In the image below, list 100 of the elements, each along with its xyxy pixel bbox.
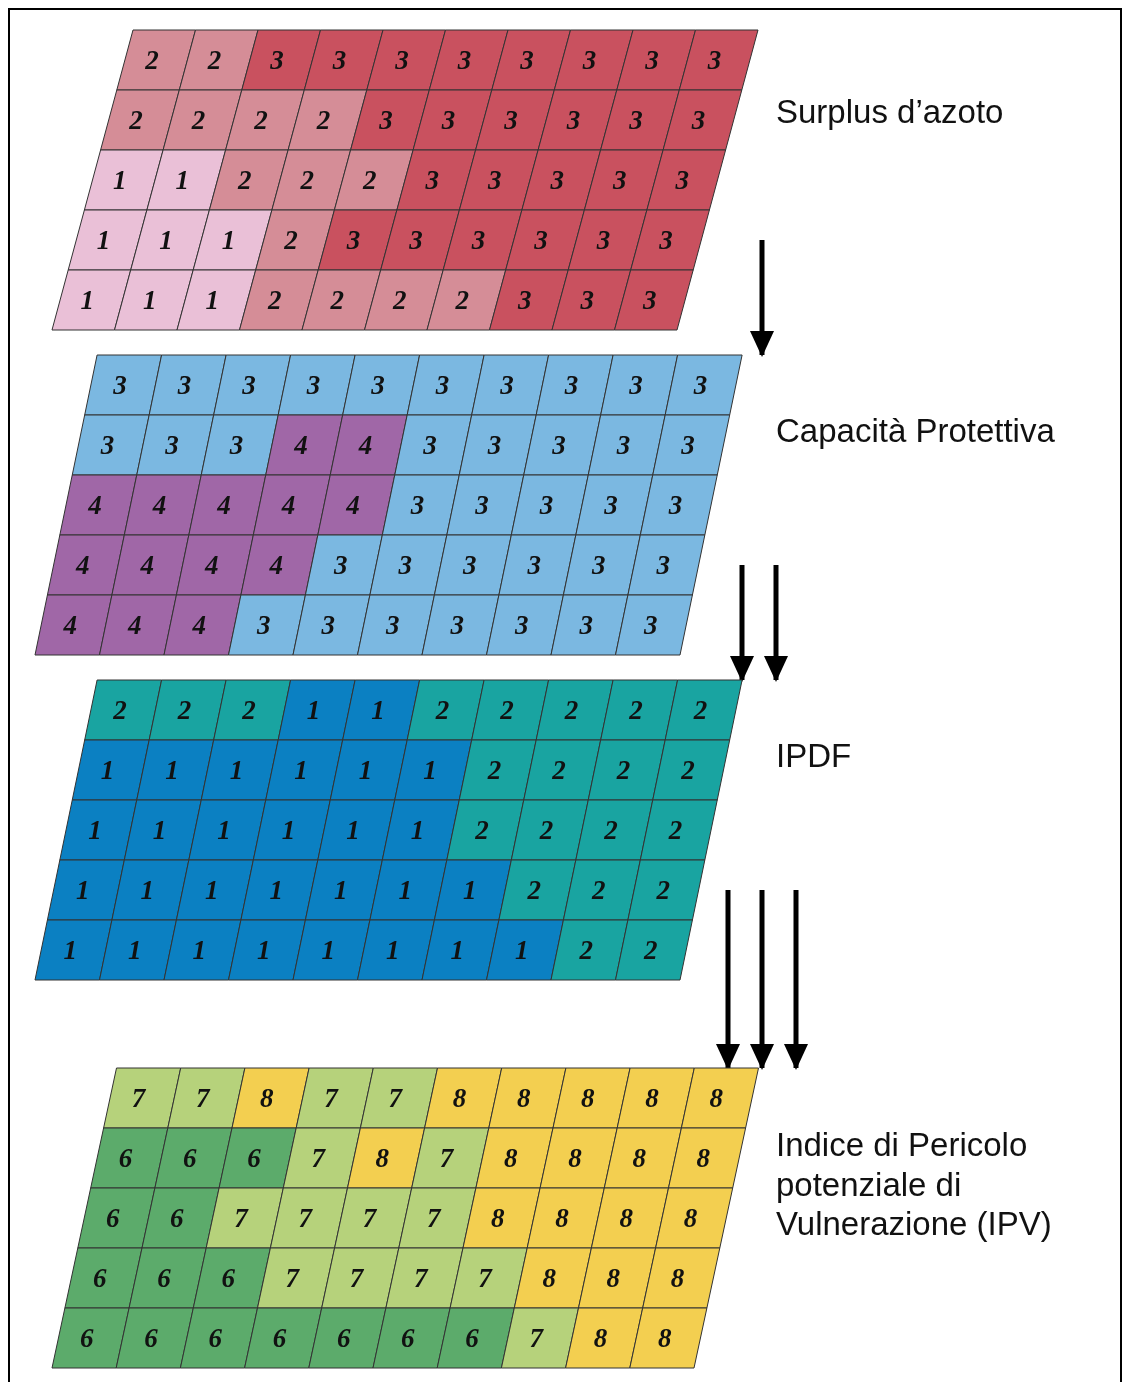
cell-value: 3 [394,43,410,77]
cell-value: 1 [280,813,297,847]
arrow [716,890,740,1070]
cell-value: 2 [283,223,299,257]
cell-value: 1 [370,693,386,727]
cell-value: 2 [551,753,567,787]
cell-value: 2 [526,873,542,907]
cell-value: 3 [397,548,413,582]
cell-value: 7 [438,1141,455,1175]
cell-value: 8 [708,1081,724,1115]
cell-value: 2 [474,813,490,847]
cell-value: 7 [233,1201,250,1235]
cell-value: 3 [658,223,674,257]
cell-value: 3 [269,43,285,77]
cell-value: 8 [259,1081,275,1115]
cell-value: 3 [644,43,660,77]
cell-value: 3 [549,163,565,197]
cell-value: 6 [181,1141,198,1175]
cell-value: 3 [578,608,594,642]
cell-value: 4 [62,608,78,642]
cell-value: 8 [618,1201,634,1235]
cell-value: 8 [502,1141,519,1175]
cell-value: 1 [422,753,438,787]
cell-value: 1 [79,283,96,317]
cell-value: 3 [526,548,542,582]
cell-value: 3 [332,548,349,582]
cell-value: 8 [644,1081,660,1115]
cell-value: 7 [323,1081,340,1115]
cell-value: 1 [357,753,374,787]
cell-value: 7 [387,1081,404,1115]
cell-value: 1 [305,693,322,727]
cell-value: 8 [374,1141,391,1175]
cell-value: 2 [176,693,193,727]
cell-value: 6 [464,1321,480,1355]
cell-value: 2 [486,753,503,787]
cell-value: 8 [515,1081,532,1115]
cell-value: 2 [253,103,269,137]
cell-value: 8 [656,1321,673,1355]
cell-value: 2 [266,283,283,317]
cell-value: 2 [391,283,408,317]
cell-value: 3 [499,368,515,402]
arrow [750,240,774,357]
cell-value: 4 [357,428,374,462]
cell-value: 8 [605,1261,622,1295]
layer-title: Surplus d’azoto [776,92,1005,132]
arrow [730,565,754,682]
cell-value: 8 [541,1261,557,1295]
cell-value: 8 [682,1201,699,1235]
cell-value: 4 [151,488,168,522]
cell-value: 2 [128,103,144,137]
cell-value: 2 [615,753,632,787]
cell-value: 2 [590,873,607,907]
cell-value: 3 [424,163,440,197]
cell-value: 4 [345,488,361,522]
cell-value: 3 [538,488,555,522]
cell-value: 3 [533,223,549,257]
cell-value: 3 [680,428,696,462]
cell-value: 3 [628,103,644,137]
cell-value: 1 [174,163,190,197]
cell-value: 8 [451,1081,468,1115]
cell-value: 1 [151,813,168,847]
cell-value: 8 [567,1141,583,1175]
cell-value: 8 [631,1141,647,1175]
cell-value: 6 [156,1261,172,1295]
cell-value: 3 [331,43,348,77]
cell-value: 1 [293,753,309,787]
cell-value: 2 [499,693,515,727]
cell-value: 3 [112,368,128,402]
cell-value: 2 [206,43,223,77]
cell-value: 3 [486,428,503,462]
arrow [764,565,788,682]
cell-value: 3 [305,368,322,402]
cell-value: 1 [127,933,143,967]
cell-value: 6 [400,1321,416,1355]
cell-value: 3 [514,608,530,642]
cell-value: 3 [385,608,401,642]
cell-value: 1 [220,223,237,257]
cell-value: 7 [412,1261,430,1295]
cell-value: 3 [595,223,612,257]
cell-value: 4 [293,428,309,462]
cell-value: 1 [397,873,413,907]
cell-value: 3 [370,368,386,402]
cell-value: 1 [256,933,272,967]
cell-value: 3 [579,283,596,317]
cell-value: 2 [190,103,207,137]
cell-value: 1 [164,753,180,787]
cell-value: 4 [203,548,220,582]
cell-value: 8 [580,1081,596,1115]
cell-value: 1 [409,813,426,847]
cell-value: 6 [246,1141,262,1175]
cell-value: 6 [104,1201,121,1235]
cell-value: 4 [191,608,207,642]
cell-value: 3 [674,163,690,197]
cell-value: 3 [440,103,457,137]
cell-value: 2 [236,163,253,197]
cell-value: 3 [603,488,619,522]
cell-value: 7 [361,1201,378,1235]
cell-value: 3 [228,428,245,462]
cell-value: 7 [477,1261,494,1295]
cell-value: 3 [320,608,336,642]
